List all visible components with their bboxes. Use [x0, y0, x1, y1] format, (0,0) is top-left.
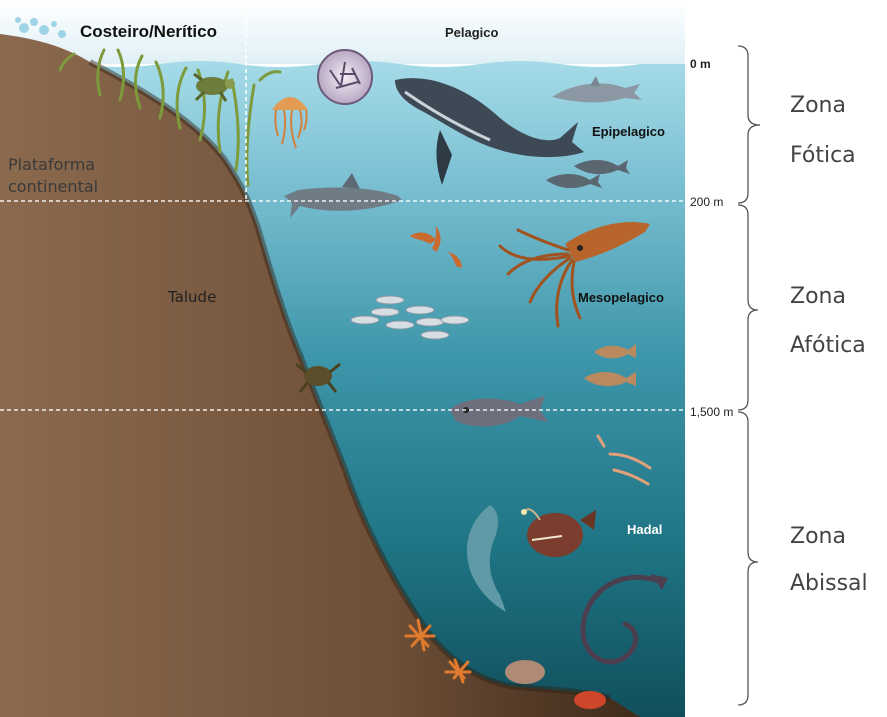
shelf-label-line1: Plataforma [8, 155, 95, 174]
depth-1500m: 1,500 m [690, 405, 733, 419]
shelf-label-line2: continental [8, 177, 98, 196]
brace-abyssal [738, 412, 758, 705]
coastal-zone-label: Costeiro/Nerítico [80, 22, 217, 41]
aphotic-zone-line1: Zona [790, 284, 846, 309]
slope-label: Talude [167, 288, 216, 306]
hadal-label: Hadal [627, 522, 662, 537]
depth-200m: 200 m [690, 195, 723, 209]
abyssal-zone-line2: Abissal [790, 571, 868, 596]
photic-zone-line2: Fótica [790, 143, 856, 168]
epipelagic-label: Epipelagico [592, 124, 665, 139]
pelagic-zone-label: Pelagico [445, 25, 499, 40]
zone-braces [738, 46, 760, 705]
photic-zone-line1: Zona [790, 93, 846, 118]
aphotic-zone-line2: Afótica [790, 333, 866, 358]
brace-aphotic [738, 205, 758, 410]
plankton-icon [318, 50, 372, 104]
mesopelagic-label: Mesopelagico [578, 290, 664, 305]
abyssal-zone-line1: Zona [790, 524, 846, 549]
brace-photic [738, 46, 760, 203]
depth-0m: 0 m [690, 57, 711, 71]
